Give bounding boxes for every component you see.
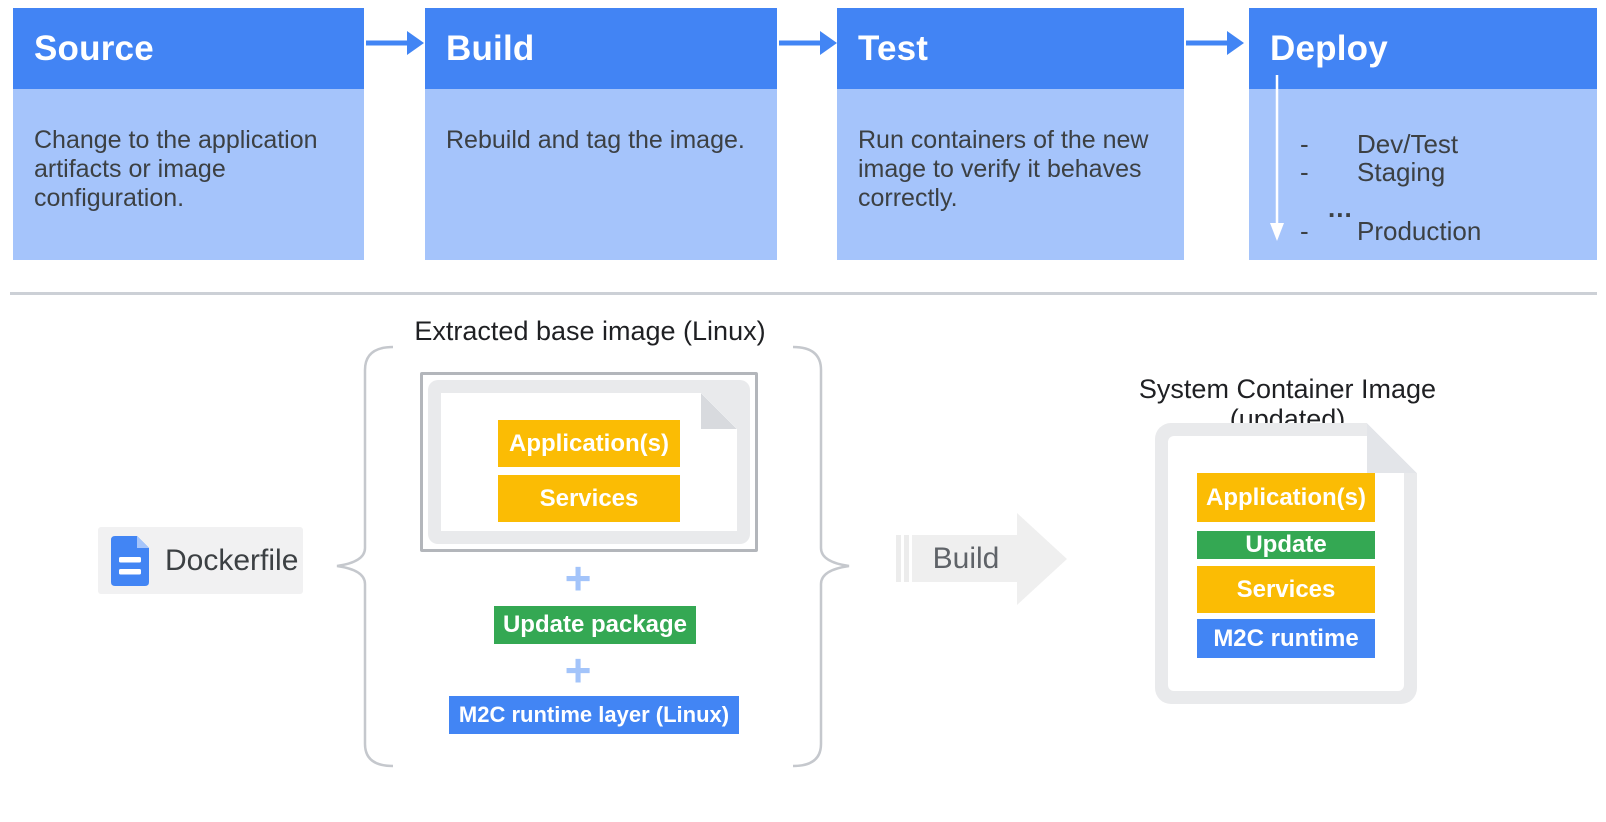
stage-card-deploy: Deploy - Dev/Test - Staging ... - Productio… <box>1249 8 1597 260</box>
layer-update: Update <box>1197 531 1375 559</box>
stage-title-build: Build <box>425 8 777 89</box>
layer-applications: Application(s) <box>498 420 680 467</box>
dockerfile-document-icon <box>111 535 149 586</box>
section-divider <box>10 292 1597 295</box>
list-dash: - <box>1300 129 1309 159</box>
stage-description-test: Run containers of the new image to verif… <box>837 89 1184 260</box>
build-arrow-icon <box>896 513 1067 605</box>
page-fold-corner <box>1367 423 1417 473</box>
base-image-document: Application(s) Services <box>428 380 750 544</box>
stage-title-deploy: Deploy <box>1249 8 1597 89</box>
right-brace <box>792 345 850 768</box>
layer-m2c-runtime: M2C runtime layer (Linux) <box>449 696 739 734</box>
layer-m2c-runtime: M2C runtime <box>1197 619 1375 658</box>
plus-sign: + <box>564 552 592 604</box>
stage-card-source: Source Change to the application artifac… <box>13 8 364 260</box>
stage-description-source: Change to the application artifacts or i… <box>13 89 364 260</box>
dockerfile-chip: Dockerfile <box>98 527 303 594</box>
deploy-env-label: Staging <box>1357 157 1446 187</box>
build-arrow-label: Build <box>932 542 1000 575</box>
stage-card-test: Test Run containers of the new image to … <box>837 8 1184 260</box>
deploy-env-dev-test: - Dev/Test <box>1300 129 1458 159</box>
dockerfile-label: Dockerfile <box>165 543 299 577</box>
deploy-env-production: - Production <box>1300 216 1481 246</box>
deploy-env-label: Production <box>1357 216 1482 246</box>
layer-update-package: Update package <box>494 606 696 644</box>
right-arrow-icon <box>366 31 424 55</box>
base-image-title: Extracted base image (Linux) <box>414 316 766 346</box>
list-dash: - <box>1300 216 1309 246</box>
down-arrow-icon <box>1270 75 1284 241</box>
layer-applications: Application(s) <box>1197 473 1375 522</box>
stage-title-test: Test <box>837 8 1184 89</box>
base-image-document-page: Application(s) Services <box>441 393 737 531</box>
system-image-layer-stack: Application(s) Update Services M2C runti… <box>1197 473 1375 658</box>
deploy-env-staging: - Staging <box>1300 157 1445 187</box>
system-container-image-document: Application(s) Update Services M2C runti… <box>1155 423 1417 704</box>
layer-services: Services <box>1197 566 1375 613</box>
deploy-env-ellipsis: ... <box>1328 193 1353 223</box>
left-brace <box>336 345 394 768</box>
stage-title-source: Source <box>13 8 364 89</box>
stage-description-build: Rebuild and tag the image. <box>425 89 777 260</box>
list-dash: - <box>1300 157 1309 187</box>
page-fold-corner <box>701 393 737 429</box>
stage-card-build: Build Rebuild and tag the image. <box>425 8 777 260</box>
stage-deploy-environments: - Dev/Test - Staging ... - Production <box>1249 75 1597 260</box>
layer-services: Services <box>498 475 680 522</box>
extracted-base-image-frame: Application(s) Services <box>420 372 758 552</box>
plus-sign: + <box>564 644 592 696</box>
right-arrow-icon <box>1186 31 1244 55</box>
deploy-env-label: Dev/Test <box>1357 129 1459 159</box>
right-arrow-icon <box>779 31 837 55</box>
